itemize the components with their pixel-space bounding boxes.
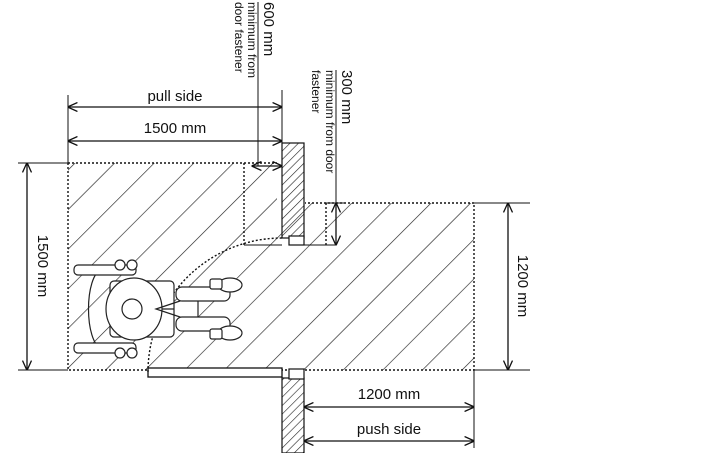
wheelchair-user-icon	[73, 259, 243, 359]
latch-pull-note: 600 mm minimum from door fastener	[232, 2, 277, 78]
door-leaf	[147, 367, 283, 378]
pull-width-label: 1500 mm	[144, 120, 207, 137]
lower-wall	[281, 377, 305, 454]
pull-side-label: pull side	[147, 88, 202, 105]
door-swing-arc	[147, 237, 283, 373]
latch-pull-line1: minimum from	[245, 2, 259, 78]
latch-pull-line2: door fastener	[232, 2, 246, 73]
latch-pull-value: 600 mm	[260, 2, 277, 56]
latch-push-line1: minimum from door	[323, 70, 337, 173]
latch-push-line2: fastener	[309, 70, 323, 113]
upper-wall	[281, 142, 305, 239]
lower-door-stop	[288, 368, 305, 380]
pull-depth-label: 1500 mm	[34, 235, 51, 298]
push-width-label: 1200 mm	[358, 386, 421, 403]
push-depth-label: 1200 mm	[514, 255, 531, 318]
latch-push-note: 300 mm minimum from door fastener	[309, 70, 355, 173]
push-side-label: push side	[357, 421, 421, 438]
latch-push-value: 300 mm	[338, 70, 355, 124]
upper-door-stop	[288, 235, 305, 246]
